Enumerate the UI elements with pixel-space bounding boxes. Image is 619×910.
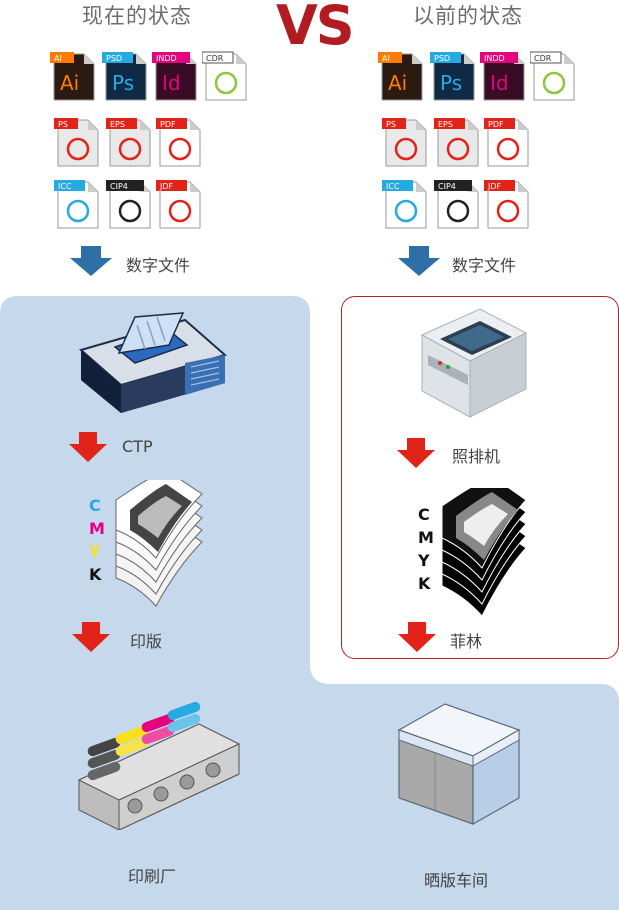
cdr-badge-text: CDR bbox=[534, 54, 552, 63]
pdf-badge-text: PDF bbox=[160, 120, 176, 129]
cmyk-letters-right: C M Y K bbox=[418, 503, 434, 595]
jdf-badge-text: JDF bbox=[487, 182, 502, 191]
cdr-badge-text: CDR bbox=[206, 54, 224, 63]
imagesetter-machine-icon bbox=[420, 308, 528, 418]
film-label: 菲林 bbox=[450, 632, 483, 651]
plate-label: 印版 bbox=[130, 632, 163, 651]
file-icon-grid-left: AI Ai PSD Ps INDD Id CDR PS EPS PDF ICC CIP4 JDF bbox=[50, 50, 280, 230]
ps-icon: PS bbox=[382, 116, 428, 168]
down-arrow-red-icon bbox=[69, 432, 107, 462]
plate-workshop-label: 晒版车间 bbox=[424, 871, 489, 890]
eps-badge-text: EPS bbox=[438, 120, 453, 129]
film-stack-icon bbox=[441, 488, 527, 617]
indd-icon: INDD Id bbox=[152, 50, 198, 102]
down-arrow-blue-icon bbox=[70, 246, 112, 276]
indd-tag-text: Id bbox=[162, 71, 181, 95]
cip4-badge-text: CIP4 bbox=[110, 182, 128, 191]
ai-tag-text: Ai bbox=[60, 71, 79, 95]
cip4-badge-text: CIP4 bbox=[438, 182, 456, 191]
ai-badge-text: AI bbox=[382, 54, 390, 63]
cmyk-y: Y bbox=[418, 551, 430, 570]
psd-badge-text: PSD bbox=[106, 54, 122, 63]
pdf-icon: PDF bbox=[484, 116, 530, 168]
jdf-badge-text: JDF bbox=[159, 182, 174, 191]
indd-icon: INDD Id bbox=[480, 50, 526, 102]
psd-icon: PSD Ps bbox=[430, 50, 476, 102]
cmyk-c: C bbox=[418, 505, 430, 524]
indd-badge-text: INDD bbox=[484, 54, 505, 63]
left-title: 现在的状态 bbox=[82, 4, 192, 28]
psd-icon: PSD Ps bbox=[102, 50, 148, 102]
printing-plates-stack-icon bbox=[115, 480, 203, 607]
indd-badge-text: INDD bbox=[156, 54, 177, 63]
psd-tag-text: Ps bbox=[440, 71, 462, 95]
plate-workshop-icon bbox=[397, 703, 521, 826]
psd-badge-text: PSD bbox=[434, 54, 450, 63]
ps-icon: PS bbox=[54, 116, 100, 168]
down-arrow-blue-icon bbox=[398, 246, 440, 276]
icc-icon: ICC bbox=[382, 178, 428, 230]
ai-badge-text: AI bbox=[54, 54, 62, 63]
cmyk-k: K bbox=[418, 574, 431, 593]
jdf-icon: JDF bbox=[484, 178, 530, 230]
pdf-icon: PDF bbox=[156, 116, 202, 168]
cmyk-m: M bbox=[89, 519, 105, 538]
eps-icon: EPS bbox=[434, 116, 480, 168]
print-factory-label: 印刷厂 bbox=[128, 867, 177, 886]
psd-tag-text: Ps bbox=[112, 71, 134, 95]
jdf-icon: JDF bbox=[156, 178, 202, 230]
vs-label: VS bbox=[276, 0, 355, 57]
ps-badge-text: PS bbox=[58, 120, 68, 129]
down-arrow-red-icon bbox=[398, 622, 436, 652]
cip4-icon: CIP4 bbox=[434, 178, 480, 230]
down-arrow-red-icon bbox=[397, 438, 435, 468]
cmyk-m: M bbox=[418, 528, 434, 547]
pdf-badge-text: PDF bbox=[488, 120, 504, 129]
indd-tag-text: Id bbox=[490, 71, 509, 95]
cmyk-letters-left: C M Y K bbox=[89, 494, 105, 586]
icc-badge-text: ICC bbox=[386, 182, 400, 191]
imagesetter-label: 照排机 bbox=[452, 447, 501, 466]
eps-badge-text: EPS bbox=[110, 120, 125, 129]
cmyk-y: Y bbox=[89, 542, 101, 561]
eps-icon: EPS bbox=[106, 116, 152, 168]
left-digital-files-label: 数字文件 bbox=[126, 256, 191, 275]
ctp-machine-icon bbox=[78, 312, 228, 413]
right-digital-files-label: 数字文件 bbox=[452, 256, 517, 275]
ctp-label: CTP bbox=[122, 437, 153, 456]
cip4-icon: CIP4 bbox=[106, 178, 152, 230]
ps-badge-text: PS bbox=[386, 120, 396, 129]
ai-tag-text: Ai bbox=[388, 71, 407, 95]
printing-press-icon bbox=[77, 701, 241, 830]
icc-badge-text: ICC bbox=[58, 182, 72, 191]
cdr-icon: CDR bbox=[201, 50, 248, 102]
icc-icon: ICC bbox=[54, 178, 100, 230]
file-icon-grid-right: AI Ai PSD Ps INDD Id CDR PS EPS PDF ICC CIP4 JDF bbox=[378, 50, 608, 230]
cmyk-k: K bbox=[89, 565, 102, 584]
down-arrow-red-icon bbox=[72, 622, 110, 652]
right-title: 以前的状态 bbox=[413, 4, 523, 28]
cmyk-c: C bbox=[89, 496, 101, 515]
cdr-icon: CDR bbox=[529, 50, 576, 102]
ai-icon: AI Ai bbox=[378, 50, 424, 102]
ai-icon: AI Ai bbox=[50, 50, 96, 102]
